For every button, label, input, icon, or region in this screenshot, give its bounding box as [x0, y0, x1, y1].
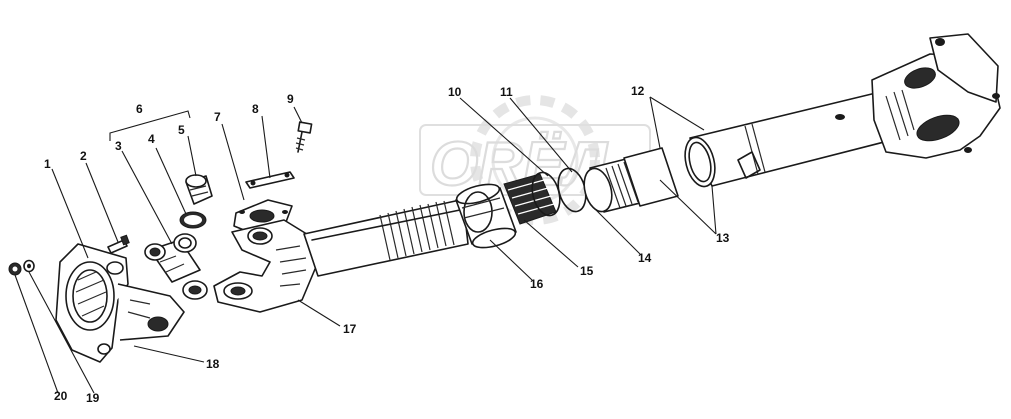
- leader-lines: [14, 96, 717, 394]
- callout-7: 7: [214, 110, 221, 124]
- callout-1: 1: [44, 157, 51, 171]
- callout-19: 19: [86, 391, 100, 405]
- callout-11: 11: [500, 85, 513, 99]
- part-9-bolt: [295, 121, 313, 153]
- part-8-lock-plate: [245, 171, 295, 189]
- part-18-flange-yoke: [55, 243, 185, 363]
- part-13-tube-sleeve: [623, 147, 679, 207]
- callout-14: 14: [638, 251, 652, 265]
- watermark-logo: ORЁЛ: [419, 95, 651, 225]
- part-7-flange-plate: [233, 199, 293, 235]
- callout-15: 15: [580, 264, 594, 278]
- callout-3: 3: [115, 139, 122, 153]
- callout-12: 12: [631, 84, 645, 98]
- part-end-flange-yoke: [871, 33, 1001, 159]
- part-12-shaft-tube: [684, 91, 893, 188]
- part-17-slip-yoke: [213, 199, 469, 313]
- callout-18: 18: [206, 357, 220, 371]
- callout-9: 9: [287, 92, 294, 106]
- callout-8: 8: [252, 102, 259, 116]
- callout-6: 6: [136, 102, 143, 116]
- callout-20: 20: [54, 389, 68, 403]
- callout-4: 4: [148, 132, 155, 146]
- callout-labels: 1 2 3 4 5 6 7 8 9 10 11 12 13 14 15 16 1…: [44, 84, 730, 405]
- part-20-nut: [8, 262, 22, 276]
- callout-13: 13: [716, 231, 730, 245]
- group-bracket-6: [109, 110, 191, 141]
- part-16-dust-cap: [455, 183, 517, 249]
- part-3-spider: [144, 233, 208, 300]
- callout-17: 17: [343, 322, 357, 336]
- part-2-bolt: [107, 234, 130, 254]
- part-19-washer: [23, 259, 35, 273]
- callout-16: 16: [530, 277, 544, 291]
- part-5-bearing-cup: [185, 174, 213, 205]
- callout-10: 10: [448, 85, 462, 99]
- callout-5: 5: [178, 123, 185, 137]
- part-4-seal-ring: [179, 211, 207, 229]
- callout-2: 2: [80, 149, 87, 163]
